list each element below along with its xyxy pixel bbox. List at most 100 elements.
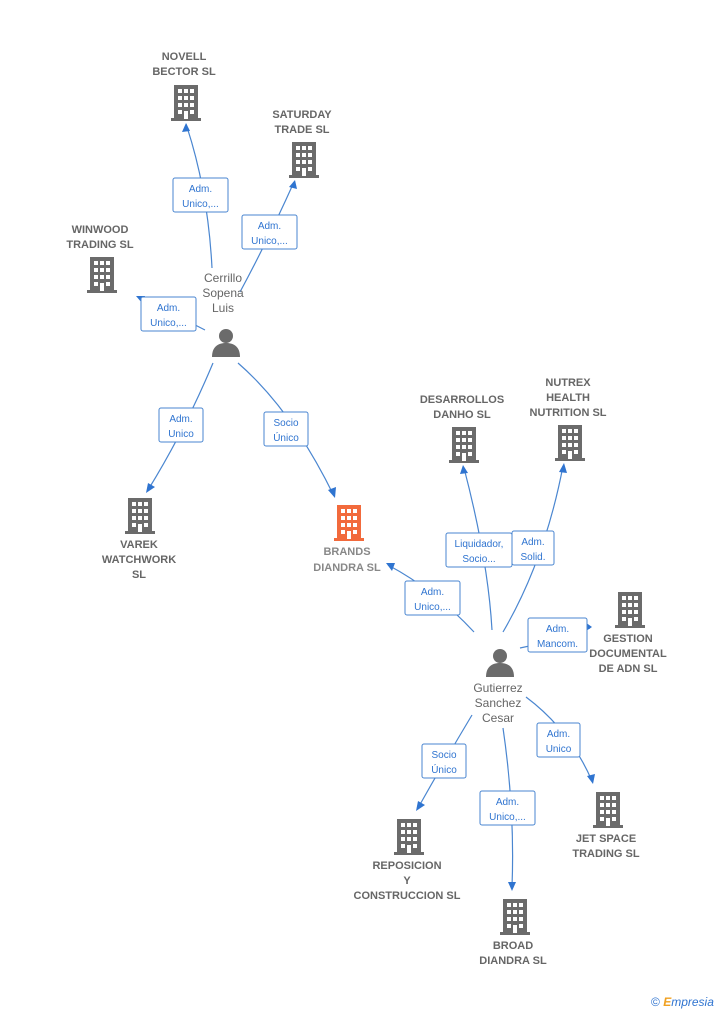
- edge-label-line: Unico,...: [251, 236, 288, 247]
- company-node-focus[interactable]: BRANDS DIANDRA SL: [313, 505, 381, 574]
- company-label: DANHO SL: [433, 409, 491, 421]
- company-node[interactable]: WINWOOD TRADING SL: [66, 224, 134, 293]
- edge-label-line: Unico,...: [489, 812, 526, 823]
- edge-label[interactable]: Adm. Unico,...: [479, 790, 536, 826]
- building-icon: [449, 427, 479, 463]
- edge-label-line: Adm.: [157, 303, 180, 314]
- company-label: CONSTRUCCION SL: [354, 890, 461, 902]
- edge-label-line: Socio...: [462, 554, 495, 565]
- company-node[interactable]: VAREK WATCHWORK SL: [102, 498, 176, 581]
- building-icon: [500, 899, 530, 935]
- company-label: HEALTH: [546, 392, 590, 404]
- person-label: Gutierrez: [473, 681, 522, 695]
- building-icon: [289, 142, 319, 178]
- person-label: Sopena: [202, 286, 244, 300]
- edge-label-line: Unico: [168, 429, 194, 440]
- company-label: BECTOR SL: [152, 66, 216, 78]
- edge-label-line: Mancom.: [537, 639, 578, 650]
- company-node[interactable]: NOVELL BECTOR SL: [152, 51, 216, 121]
- company-node[interactable]: DESARROLLOS DANHO SL: [420, 394, 504, 463]
- person-label: Sanchez: [475, 696, 522, 710]
- building-icon: [87, 257, 117, 293]
- edge-label-line: Unico,...: [150, 318, 187, 329]
- company-label: TRADING SL: [66, 239, 134, 251]
- company-node[interactable]: JET SPACE TRADING SL: [572, 792, 640, 860]
- edge-label[interactable]: Adm. Solid.: [511, 530, 555, 566]
- edge-label[interactable]: Liquidador, Socio...: [445, 532, 513, 568]
- edge-label-line: Adm.: [169, 414, 192, 425]
- edge-label-line: Adm.: [189, 184, 212, 195]
- company-label: SL: [132, 569, 146, 581]
- arrowhead: [559, 463, 567, 473]
- arrowhead: [460, 465, 468, 474]
- edge-label[interactable]: Adm. Unico,...: [140, 296, 197, 332]
- person-label: Cerrillo: [204, 271, 242, 285]
- building-icon: [615, 592, 645, 628]
- company-node[interactable]: SATURDAY TRADE SL: [272, 109, 332, 178]
- building-icon: [125, 498, 155, 534]
- company-label: NUTREX: [545, 377, 591, 389]
- person-node[interactable]: Cerrillo Sopena Luis: [202, 271, 244, 357]
- edge-label-line: Unico: [546, 744, 572, 755]
- company-label: DIANDRA SL: [313, 562, 381, 574]
- edge-label-line: Adm.: [521, 537, 544, 548]
- edge-label-line: Adm.: [546, 624, 569, 635]
- company-label: REPOSICION: [372, 860, 441, 872]
- company-label: DOCUMENTAL: [589, 648, 667, 660]
- company-label: SATURDAY: [272, 109, 332, 121]
- brand-logo-initial: E: [663, 995, 672, 1009]
- company-label: BROAD: [493, 940, 533, 952]
- edge-label[interactable]: Adm. Unico: [536, 722, 581, 758]
- edge-label-line: Único: [273, 431, 299, 444]
- company-node[interactable]: GESTION DOCUMENTAL DE ADN SL: [589, 592, 667, 675]
- company-label: TRADE SL: [275, 124, 330, 136]
- edge-label-line: Socio: [431, 750, 456, 761]
- edge-label[interactable]: Socio Único: [263, 411, 309, 447]
- edge-label[interactable]: Adm. Unico,...: [404, 580, 461, 616]
- arrowhead: [416, 801, 425, 811]
- company-label: NUTRITION SL: [530, 407, 607, 419]
- person-icon: [486, 649, 514, 677]
- company-node[interactable]: BROAD DIANDRA SL: [479, 899, 547, 967]
- edge-label[interactable]: Socio Único: [421, 743, 467, 779]
- building-icon: [394, 819, 424, 855]
- company-label: VAREK: [120, 539, 158, 551]
- arrowhead: [508, 882, 516, 891]
- person-label: Luis: [212, 301, 234, 315]
- edge-label[interactable]: Adm. Unico,...: [172, 177, 229, 213]
- company-label: WATCHWORK: [102, 554, 176, 566]
- edge-label[interactable]: Adm. Unico,...: [241, 214, 298, 250]
- person-node[interactable]: Gutierrez Sanchez Cesar: [473, 649, 523, 725]
- arrowhead: [587, 774, 595, 784]
- edge-label[interactable]: Adm. Mancom.: [527, 617, 588, 653]
- edge-label-line: Adm.: [258, 221, 281, 232]
- edge-label-line: Solid.: [520, 552, 545, 563]
- company-label: NOVELL: [162, 51, 207, 63]
- arrowhead: [328, 487, 336, 498]
- building-icon: [171, 85, 201, 121]
- edge-label-line: Socio: [273, 418, 298, 429]
- arrowhead: [386, 563, 395, 571]
- brand-logo-text: mpresia: [671, 995, 714, 1009]
- arrowhead: [146, 483, 155, 493]
- company-label: DE ADN SL: [599, 663, 658, 675]
- edge-label-line: Adm.: [421, 587, 444, 598]
- company-label: Y: [403, 875, 411, 887]
- company-node[interactable]: NUTREX HEALTH NUTRITION SL: [530, 377, 607, 461]
- building-icon: [334, 505, 364, 541]
- company-label: DESARROLLOS: [420, 394, 504, 406]
- edge-label-line: Unico,...: [182, 199, 219, 210]
- edge-label-line: Adm.: [547, 729, 570, 740]
- company-label: WINWOOD: [72, 224, 129, 236]
- arrowhead: [182, 123, 190, 132]
- arrowhead: [289, 180, 297, 189]
- building-icon: [593, 792, 623, 828]
- edges: [136, 123, 595, 891]
- edge-label[interactable]: Adm. Unico: [158, 407, 204, 443]
- edge-labels: Adm. Unico,... Adm. Unico,... Adm. Unico…: [140, 177, 588, 826]
- footer-brand[interactable]: © Empresia: [651, 995, 714, 1009]
- company-node[interactable]: REPOSICION Y CONSTRUCCION SL: [354, 819, 461, 902]
- edge-label-line: Único: [431, 763, 457, 776]
- company-label: BRANDS: [323, 546, 370, 558]
